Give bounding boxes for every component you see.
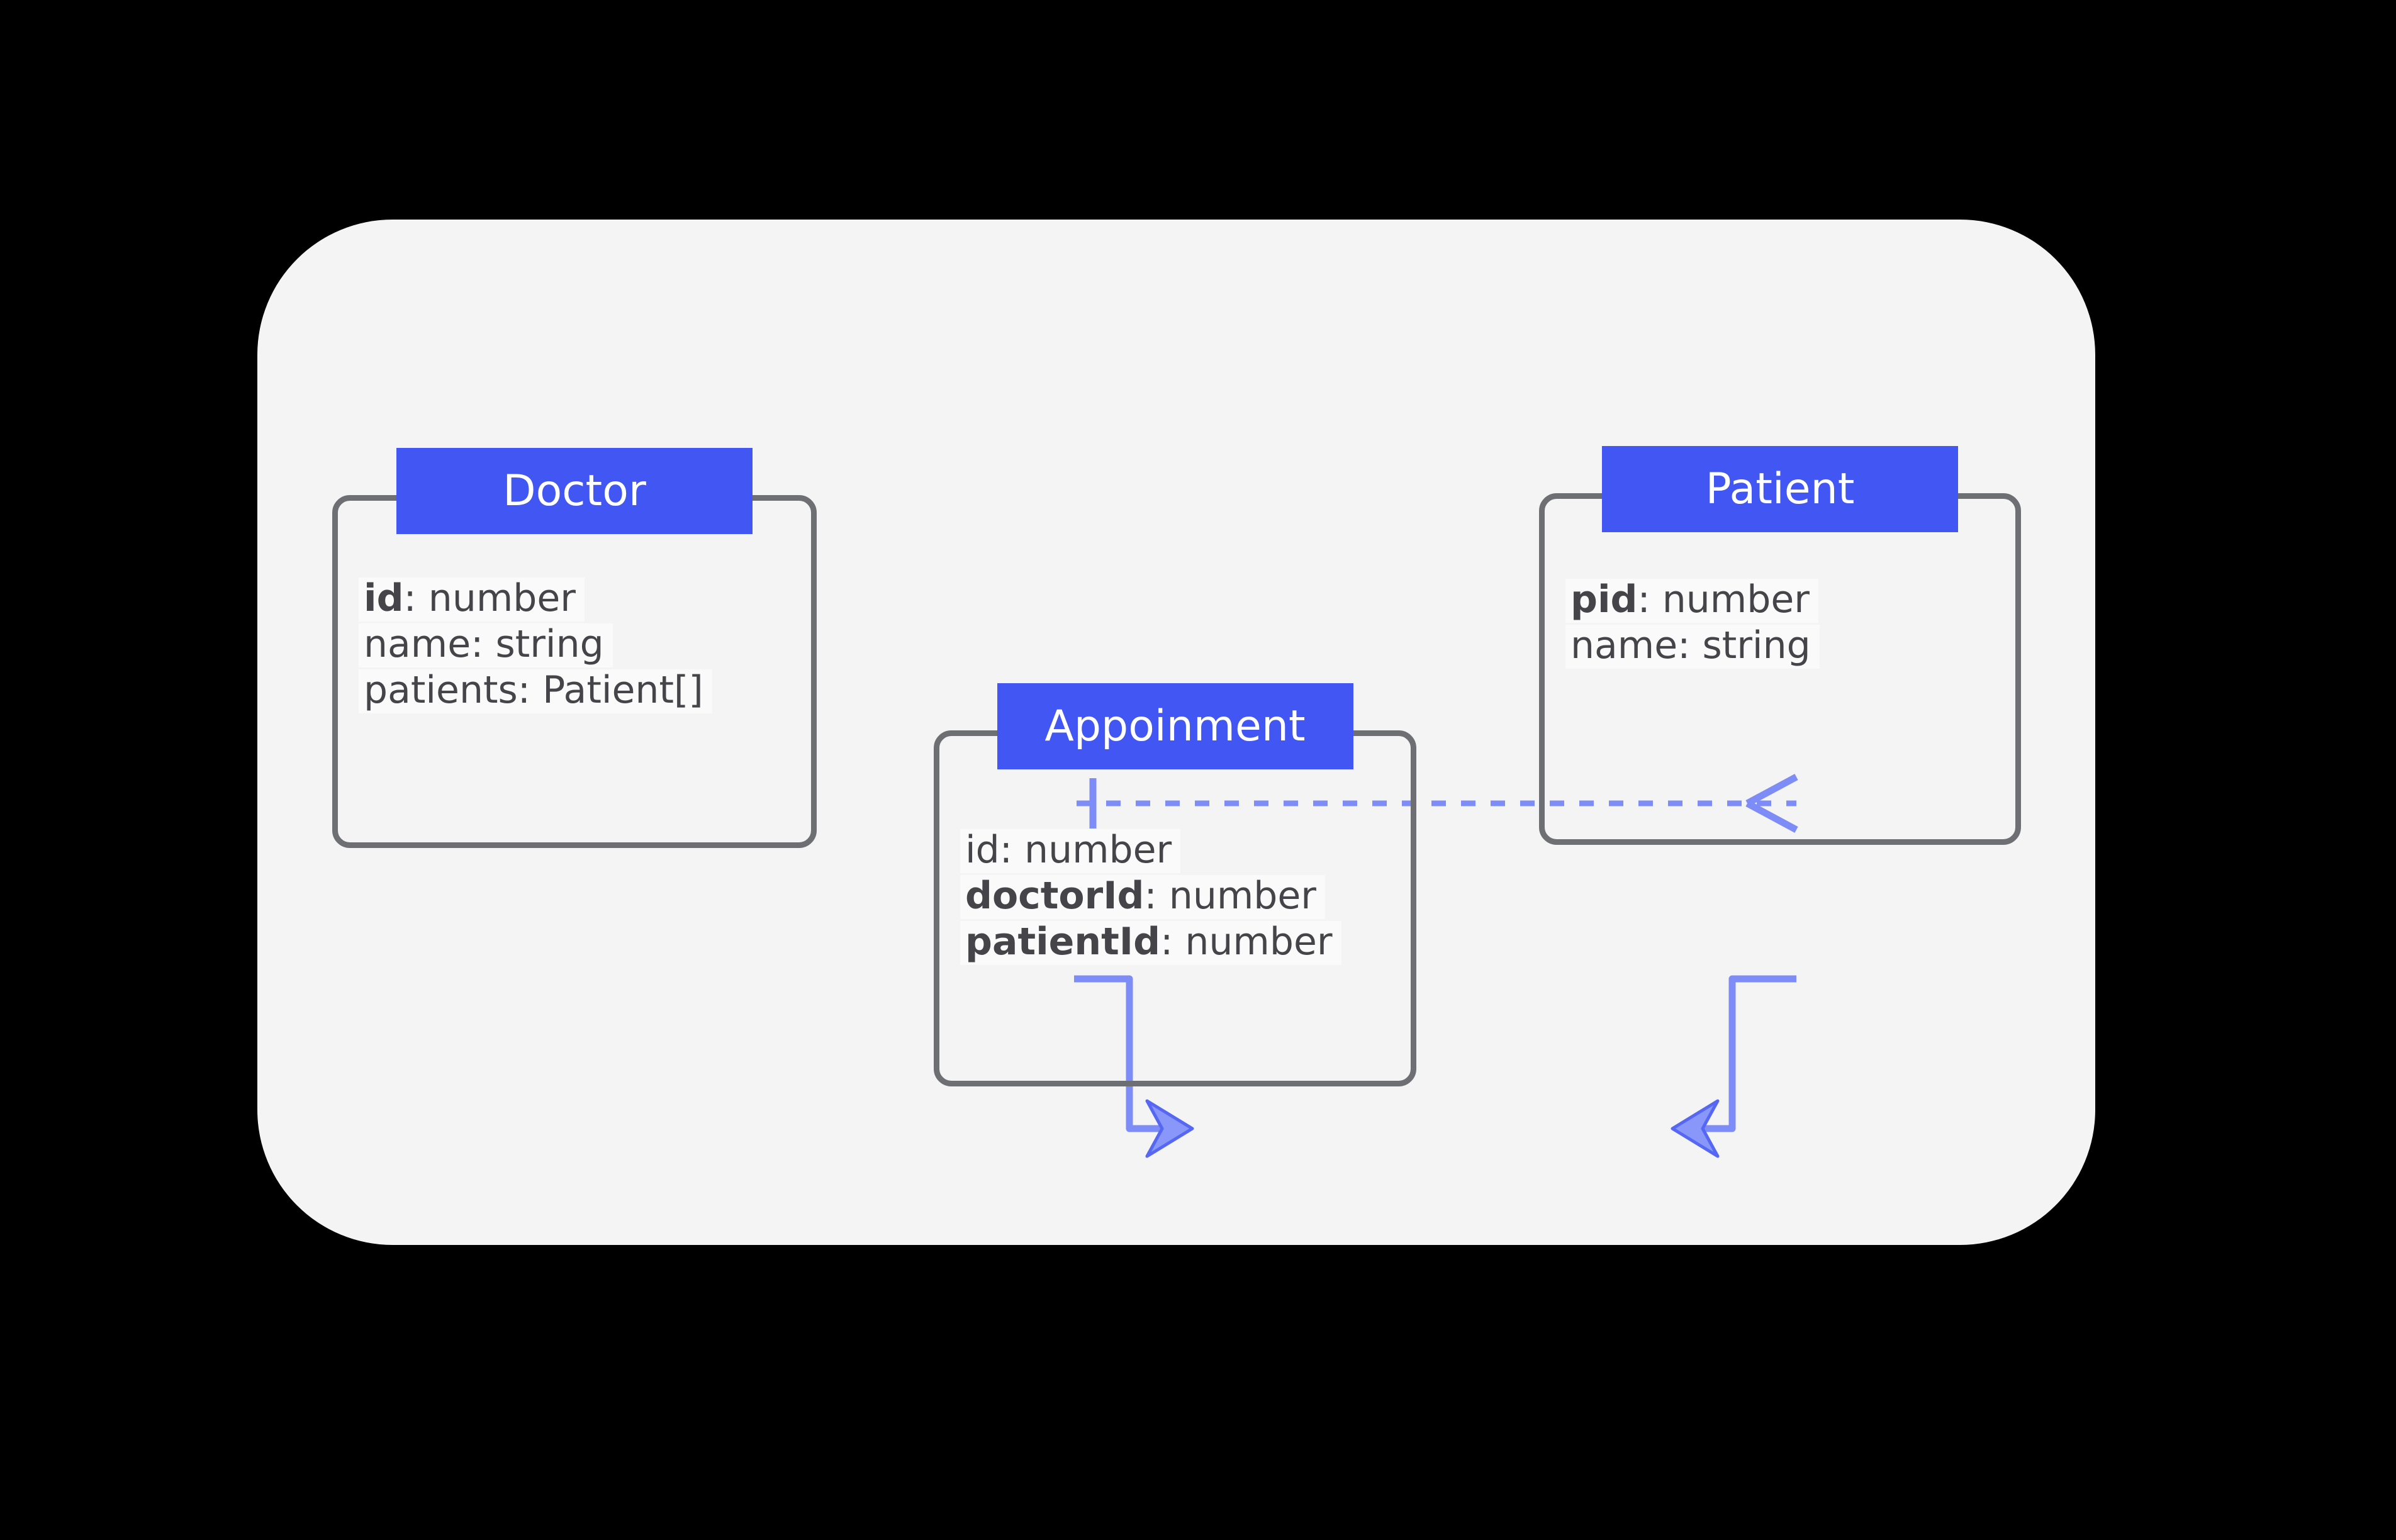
attribute-key: name xyxy=(364,622,471,666)
attribute-key: id xyxy=(364,576,404,620)
attribute-row-doctor-patients: patients: Patient[] xyxy=(359,669,712,713)
attribute-type: : string xyxy=(471,622,604,666)
entity-appoinment-header: Appoinment xyxy=(997,683,1353,769)
attribute-key: patients xyxy=(364,668,518,712)
entity-doctor-header: Doctor xyxy=(396,448,753,534)
attribute-type: : number xyxy=(1160,920,1333,964)
attribute-type: : number xyxy=(1144,874,1316,918)
attribute-type: : string xyxy=(1677,623,1811,667)
attribute-key: id xyxy=(965,828,1000,872)
entity-appoinment-title: Appoinment xyxy=(1044,701,1306,751)
attribute-row-doctor-name: name: string xyxy=(359,623,613,667)
entity-doctor-attributes: id: number name: string patients: Patien… xyxy=(338,578,811,713)
attribute-type: : Patient[] xyxy=(517,668,703,712)
attribute-type: : number xyxy=(999,828,1172,872)
entity-patient-attributes: pid: number name: string xyxy=(1545,579,2015,669)
attribute-type: : number xyxy=(403,576,576,620)
attribute-key: patientId xyxy=(965,920,1161,964)
arrowhead-icon xyxy=(1145,1099,1194,1158)
arrowhead-icon xyxy=(1671,1099,1720,1158)
attribute-row-doctor-id: id: number xyxy=(359,578,585,622)
entity-patient-title: Patient xyxy=(1705,464,1855,514)
diagram-panel: Doctor id: number name: string patients:… xyxy=(257,220,2095,1245)
entity-doctor-title: Doctor xyxy=(503,466,646,516)
attribute-key: name xyxy=(1570,623,1678,667)
entity-patient-header: Patient xyxy=(1602,446,1958,532)
entity-appoinment[interactable]: Appoinment id: number doctorId: number p… xyxy=(934,683,1416,1086)
entity-appoinment-attributes: id: number doctorId: number patientId: n… xyxy=(939,829,1411,965)
entity-patient[interactable]: Patient pid: number name: string xyxy=(1539,446,2021,845)
attribute-key: pid xyxy=(1570,578,1638,622)
attribute-row-appoinment-doctorid: doctorId: number xyxy=(960,875,1325,919)
attribute-row-appoinment-id: id: number xyxy=(960,828,1181,873)
attribute-row-patient-name: name: string xyxy=(1565,625,1820,669)
attribute-row-appoinment-patientid: patientId: number xyxy=(960,921,1341,965)
relationship-patient-appoinment-line xyxy=(1703,975,1796,1132)
attribute-key: doctorId xyxy=(965,874,1145,918)
relationship-patient-appoinment xyxy=(1671,975,1796,1158)
attribute-row-patient-pid: pid: number xyxy=(1565,579,1818,623)
entity-doctor[interactable]: Doctor id: number name: string patients:… xyxy=(332,448,817,848)
attribute-type: : number xyxy=(1637,578,1810,622)
